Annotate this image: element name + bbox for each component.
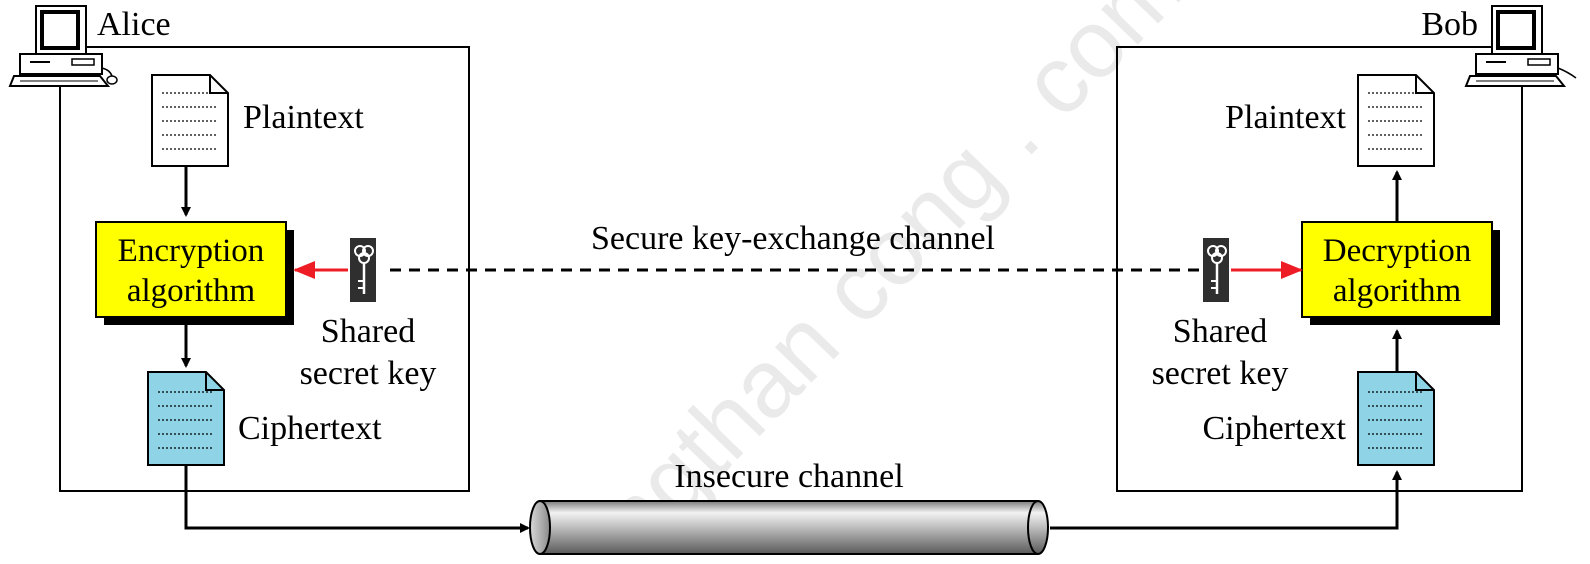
bob-ciphertext-label: Ciphertext xyxy=(1202,410,1346,447)
bob-plaintext-label: Plaintext xyxy=(1225,99,1346,136)
decryption-line2: algorithm xyxy=(1333,273,1462,309)
bob-plaintext-document-icon xyxy=(1357,74,1435,167)
secure-channel-label: Secure key-exchange channel xyxy=(591,220,995,257)
bob-key-label-line1: Shared xyxy=(1173,313,1267,350)
bob-key-icon xyxy=(1203,238,1229,302)
decryption-line1: Decryption xyxy=(1323,233,1471,269)
encryption-line1: Encryption xyxy=(118,233,265,269)
bob-ciphertext-document-icon xyxy=(1357,371,1435,466)
alice-key-label-line1: Shared xyxy=(321,313,415,350)
insecure-channel-label: Insecure channel xyxy=(674,458,903,495)
alice-ciphertext-label: Ciphertext xyxy=(238,410,382,447)
insecure-channel-line-right xyxy=(1050,470,1402,530)
bob-name: Bob xyxy=(1421,6,1478,43)
bob-key-label-line2: secret key xyxy=(1152,355,1289,392)
insecure-channel-pipe-icon xyxy=(529,500,1049,555)
bob-computer-icon xyxy=(1464,5,1577,87)
alice-name: Alice xyxy=(97,6,171,43)
alice-plaintext-label: Plaintext xyxy=(243,99,364,136)
alice-plaintext-document-icon xyxy=(151,74,229,167)
insecure-channel-line-left xyxy=(184,465,530,533)
alice-panel: Alice Plaintext Encryption algorithm xyxy=(8,5,470,492)
alice-computer-icon xyxy=(8,5,118,87)
encryption-line2: algorithm xyxy=(127,273,256,309)
encryption-algorithm-box xyxy=(95,221,287,318)
bob-panel: Bob Plaintext Decryption algorithm xyxy=(1116,5,1577,492)
alice-ciphertext-document-icon xyxy=(147,371,225,466)
alice-key-label-line2: secret key xyxy=(300,355,437,392)
alice-key-icon xyxy=(350,238,376,302)
